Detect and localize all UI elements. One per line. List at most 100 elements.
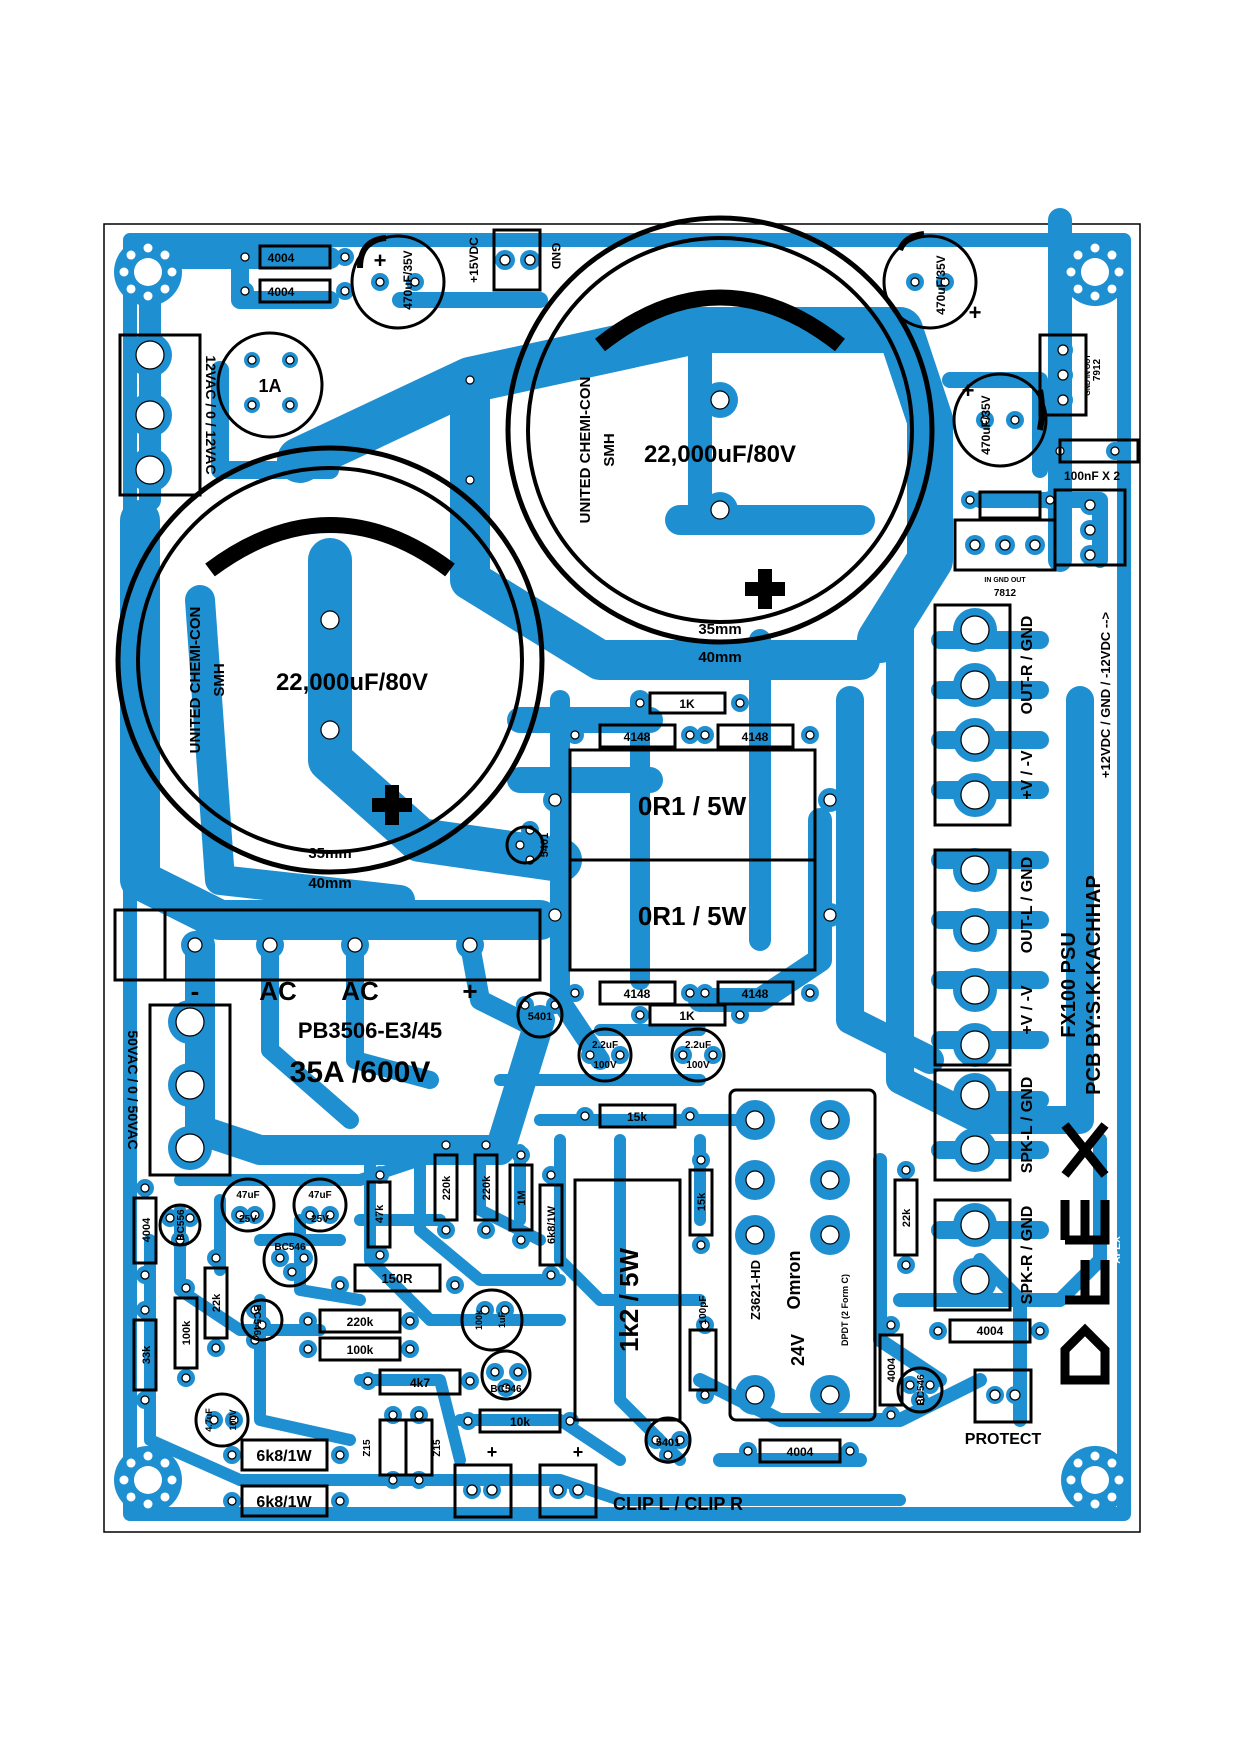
- pad-hole: [486, 1484, 498, 1496]
- silkscreen-layer: [113, 215, 1140, 1519]
- pad-hole: [227, 1496, 237, 1506]
- pad-hole: [1057, 344, 1069, 356]
- pad-hole: [710, 390, 730, 410]
- pad-hole: [845, 1446, 855, 1456]
- label-4k7: 4k7: [410, 1376, 430, 1390]
- pad-hole: [1035, 1326, 1045, 1336]
- pad-hole: [257, 1320, 267, 1330]
- pad-hole: [960, 1030, 990, 1060]
- label-7912: 7912: [1092, 358, 1103, 381]
- pad-hole: [805, 730, 815, 740]
- pad-hole: [340, 286, 350, 296]
- pad-hole: [823, 793, 837, 807]
- pad-hole: [1010, 415, 1020, 425]
- pad-hole: [441, 1140, 451, 1150]
- pad-hole: [960, 915, 990, 945]
- label-100pf: 100pF: [698, 1296, 709, 1325]
- plus-led-clip-l: +: [487, 1442, 498, 1462]
- pad-hole: [915, 1395, 925, 1405]
- pad-hole: [615, 1050, 625, 1060]
- pad-hole: [229, 1415, 239, 1425]
- label-4004-e: 4004: [977, 1324, 1004, 1338]
- pad-hole: [500, 1305, 510, 1315]
- bridge-ac1: AC: [259, 976, 297, 1006]
- label-5401-a: 5401: [539, 833, 551, 857]
- pad-hole: [175, 1070, 205, 1100]
- pad-hole: [685, 1111, 695, 1121]
- label-22uf-b-v: 100V: [686, 1060, 710, 1071]
- mount-via: [1066, 1475, 1076, 1485]
- mount-hole: [134, 1466, 162, 1494]
- pad-hole: [211, 1253, 221, 1263]
- mount-via: [1107, 1458, 1117, 1468]
- label-47uf-b: 47uF: [308, 1190, 331, 1201]
- pad-hole: [960, 1265, 990, 1295]
- mount-via: [1107, 1492, 1117, 1502]
- label-15k-a: 15k: [627, 1110, 647, 1124]
- label-15k-b: 15k: [696, 1192, 708, 1211]
- label-4004-b: 4004: [268, 285, 295, 299]
- label-4148-c: 4148: [624, 987, 651, 1001]
- pad-hole: [820, 1170, 840, 1190]
- pad-hole: [570, 730, 580, 740]
- pad-hole: [708, 1050, 718, 1060]
- bridge-plus: +: [462, 976, 477, 1006]
- pad-hole: [901, 1165, 911, 1175]
- pad-hole: [466, 1484, 478, 1496]
- label-bc546-b: BC546: [251, 1304, 262, 1336]
- mount-via: [126, 1458, 136, 1468]
- pad-hole: [565, 1416, 575, 1426]
- label-relay-part: Z3621-HD: [748, 1260, 763, 1320]
- pad-hole: [465, 375, 475, 385]
- mount-via: [143, 1451, 153, 1461]
- pad-hole: [335, 1280, 345, 1290]
- pad-hole: [552, 1484, 564, 1496]
- label-1uf: 1uF: [497, 1312, 507, 1329]
- pad-hole: [140, 1395, 150, 1405]
- pad-hole: [678, 1050, 688, 1060]
- label-22k-a: 22k: [211, 1293, 223, 1312]
- label-out-r-gnd: OUT-R / GND: [1019, 616, 1036, 715]
- mount-via: [143, 243, 153, 253]
- pad-hole: [481, 1225, 491, 1235]
- pad-hole: [516, 1150, 526, 1160]
- label-220k-b: 220k: [481, 1175, 493, 1200]
- pad-hole: [303, 1316, 313, 1326]
- cap2-value: 22,000uF/80V: [644, 441, 796, 468]
- pad-hole: [285, 400, 295, 410]
- label-220k-c: 220k: [347, 1315, 374, 1329]
- label-47uf-100v: 4.7uF: [204, 1408, 214, 1432]
- pad-hole: [965, 495, 975, 505]
- cap1-d35: 35mm: [308, 845, 351, 862]
- pad-hole: [823, 908, 837, 922]
- mount-via: [160, 1492, 170, 1502]
- label-clip: CLIP L / CLIP R: [613, 1494, 743, 1514]
- pad-hole: [989, 1389, 1001, 1401]
- pad-hole: [465, 475, 475, 485]
- pad-hole: [480, 1305, 490, 1315]
- pad-hole: [805, 988, 815, 998]
- label-1m: 1M: [516, 1190, 528, 1205]
- pad-hole: [820, 1385, 840, 1405]
- mount-via: [160, 1458, 170, 1468]
- pad-hole: [299, 1253, 309, 1263]
- label-spk-l-gnd: SPK-L / GND: [1019, 1077, 1036, 1174]
- pad-hole: [745, 1385, 765, 1405]
- pad-hole: [685, 988, 695, 998]
- pad-hole: [303, 1344, 313, 1354]
- label-zener-b: Z15: [432, 1439, 443, 1457]
- pad-hole: [285, 355, 295, 365]
- pad-hole: [820, 1110, 840, 1130]
- cap1-series: SMH: [211, 663, 228, 696]
- label-47uf-b-v: 25V: [311, 1214, 329, 1225]
- label-15vdc: +15VDC: [467, 237, 481, 283]
- pad-hole: [980, 415, 990, 425]
- label-gnd-top: GND: [549, 243, 563, 270]
- pad-hole: [490, 1367, 500, 1377]
- bridge-ac2: AC: [341, 976, 379, 1006]
- pad-hole: [700, 1390, 710, 1400]
- pad-hole: [405, 1316, 415, 1326]
- mount-via: [1114, 267, 1124, 277]
- pad-hole: [570, 988, 580, 998]
- polarity-marks: [372, 569, 785, 825]
